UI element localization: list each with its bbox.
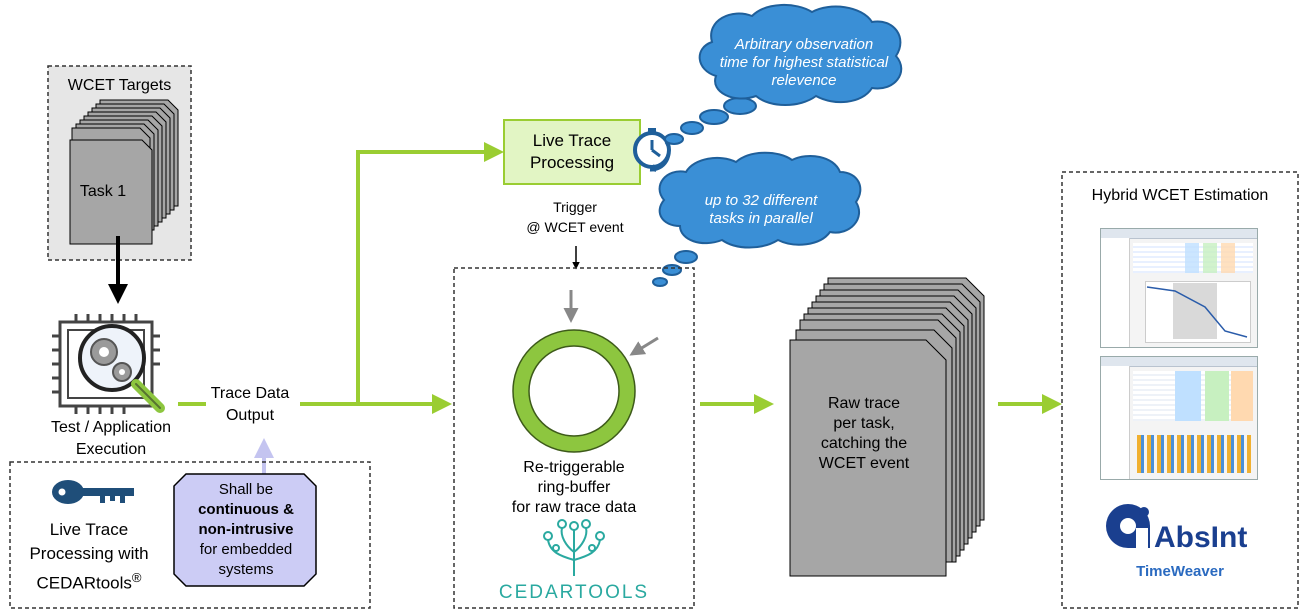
live-trace-line2: Processing	[529, 153, 615, 172]
live-trace-processing-box	[503, 119, 641, 185]
live-trace-line1: Live Trace	[532, 131, 612, 150]
key-icon	[52, 480, 134, 504]
trigger-line2: @ WCET event	[526, 219, 624, 235]
ring-buffer-ring	[513, 330, 635, 452]
timeweaver-screenshot-bars	[1100, 356, 1258, 480]
hybrid-wcet-title: Hybrid WCET Estimation	[1091, 187, 1269, 204]
absint-logo-mark	[1106, 504, 1150, 548]
raw-trace-line4: WCET event	[818, 455, 910, 472]
cloud-observation-line1: Arbitrary observation	[734, 36, 874, 53]
ring-buffer-line3: for raw trace data	[511, 499, 637, 516]
task-1-label: Task 1	[79, 183, 127, 200]
cedartools-tree-logo	[543, 519, 605, 576]
output-to-livetrace-arrow	[356, 142, 504, 404]
task-document-stack	[69, 99, 179, 245]
ring-buffer-box	[453, 267, 695, 609]
requirement-line1: Shall be	[218, 481, 274, 498]
stopwatch-icon	[633, 128, 671, 172]
chip-magnifier-icon	[52, 314, 165, 414]
cloud-tasks	[658, 151, 862, 249]
cloud-observation-line3: relevence	[771, 72, 837, 89]
cloud-tasks-line1: up to 32 different	[704, 192, 818, 209]
requirement-octagon	[173, 473, 317, 587]
raw-trace-line2: per task,	[833, 415, 895, 432]
execution-label-line2: Execution	[75, 441, 147, 458]
cloud-observation-bubbles	[664, 97, 757, 145]
raw-trace-line3: catching the	[820, 435, 908, 452]
ring-buffer-line1: Re-triggerable	[523, 459, 625, 476]
raw-trace-line1: Raw trace	[827, 395, 901, 412]
requirement-line4: for embedded	[199, 541, 293, 558]
registered-mark: ®	[131, 570, 142, 585]
cloud-tasks-bubbles	[652, 250, 698, 287]
execution-label-line1: Test / Application	[50, 419, 172, 436]
trace-output-line2: Output	[225, 407, 275, 424]
ring-write-arrow-side	[629, 336, 659, 356]
cloud-observation	[698, 3, 903, 106]
ring-buffer-line2: ring-buffer	[537, 479, 611, 496]
raw-trace-document-stack	[789, 277, 985, 577]
requirement-line5: systems	[218, 561, 274, 578]
trigger-line1: Trigger	[553, 199, 597, 215]
timeweaver-screenshot-table	[1100, 228, 1258, 348]
cloud-observation-line2: time for highest statistical	[719, 54, 889, 71]
cedartools-name: CEDARtools	[36, 573, 132, 593]
cedartools-info-line1: Live Trace	[49, 520, 129, 539]
wcet-targets-title: WCET Targets	[67, 77, 172, 94]
cedartools-info-box	[9, 461, 371, 609]
cedartools-info-line2: Processing with	[29, 544, 149, 563]
cedartools-wordmark: CEDARTOOLS	[498, 582, 650, 603]
requirement-line3: non-intrusive	[198, 521, 294, 538]
absint-brand: AbsInt	[1154, 521, 1248, 554]
cloud-tasks-line2: tasks in parallel	[709, 210, 813, 227]
absint-product: TimeWeaver	[1136, 563, 1224, 580]
trace-output-line1: Trace Data	[210, 385, 290, 402]
requirement-line2: continuous &	[198, 501, 294, 518]
cedartools-info-line3: CEDARtools®	[14, 568, 164, 594]
